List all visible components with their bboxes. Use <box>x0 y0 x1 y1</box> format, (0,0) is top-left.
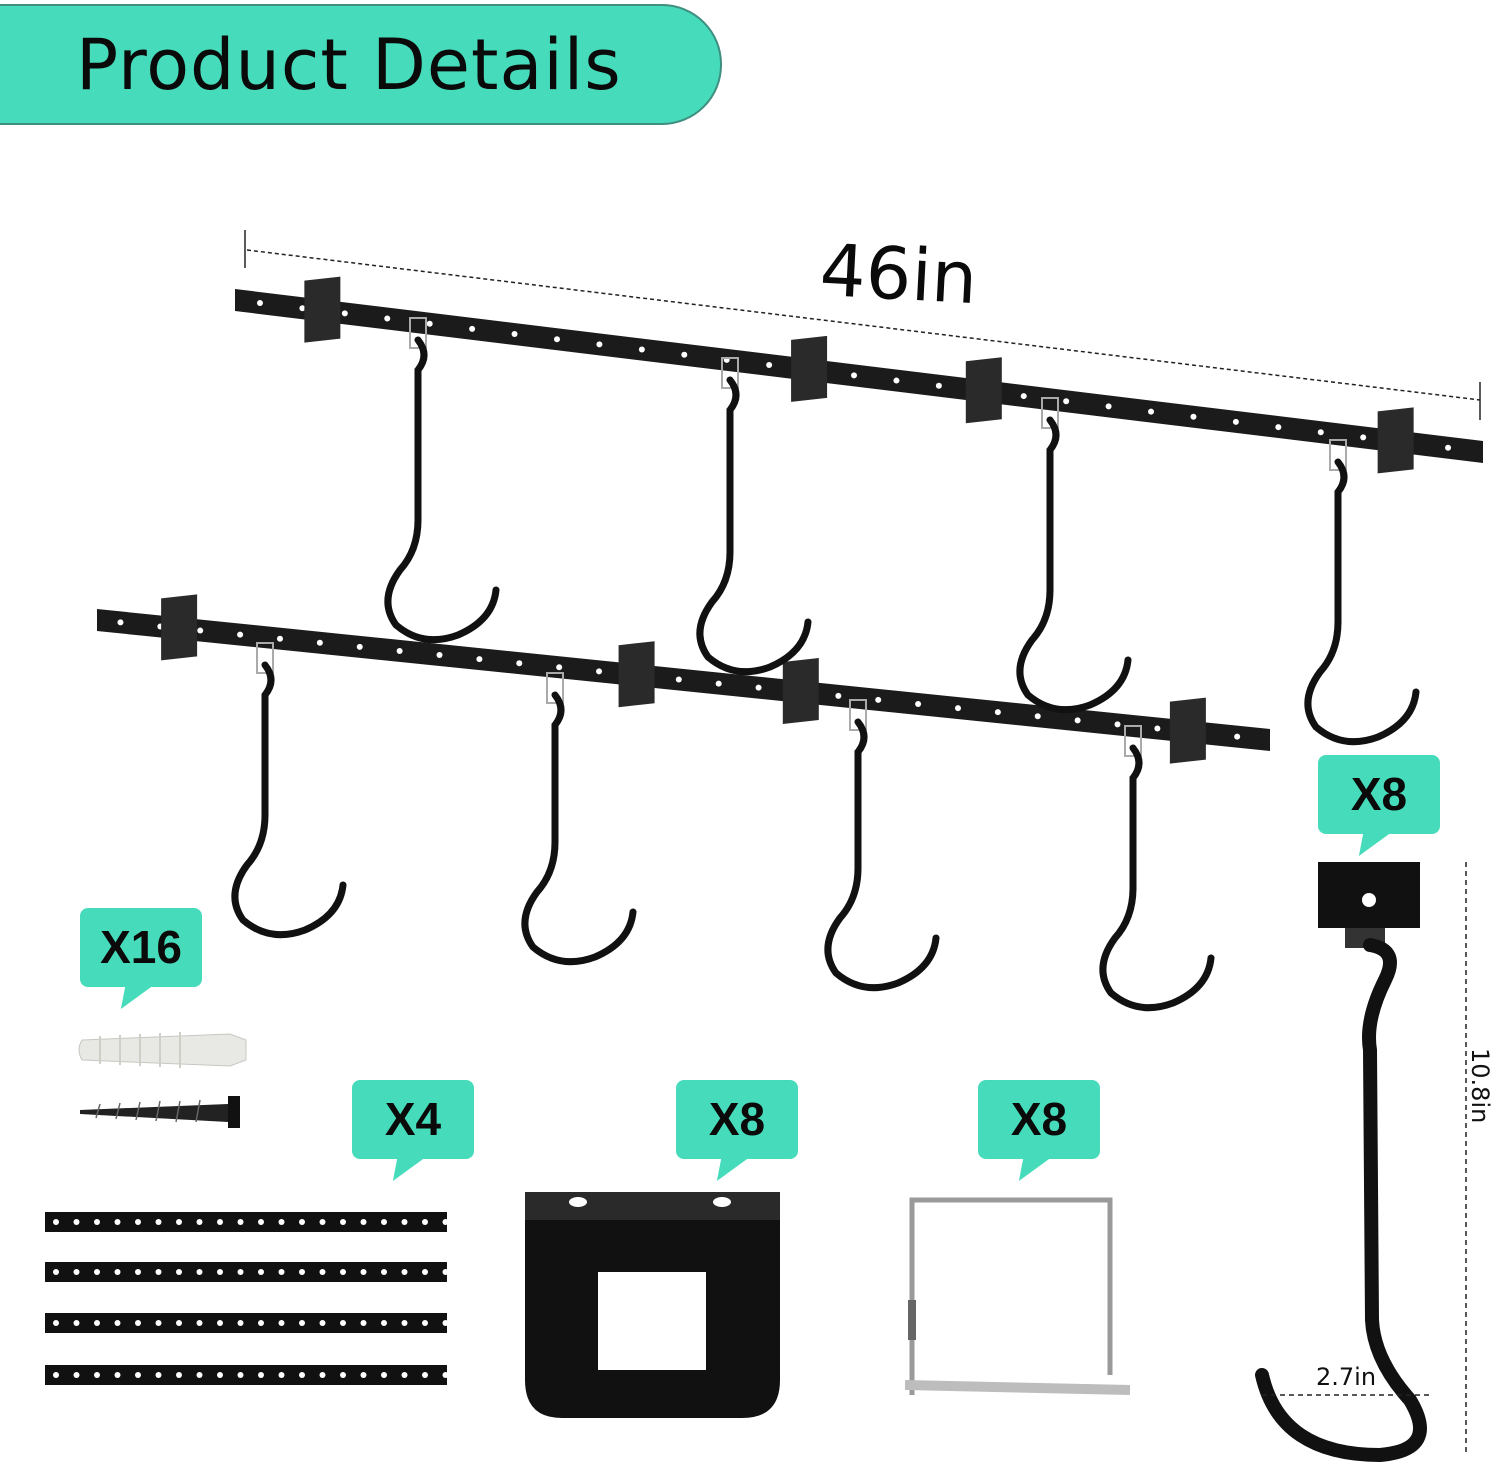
hook <box>384 336 500 644</box>
strap <box>45 1365 447 1385</box>
hooks <box>231 317 1420 1012</box>
hook <box>1099 744 1215 1012</box>
straps <box>45 1212 449 1385</box>
quantity-badge-brackets: X8 <box>676 1080 798 1159</box>
quantity-badge-hook: X8 <box>1318 755 1440 834</box>
hook <box>521 691 637 966</box>
page-title: Product Details <box>76 24 622 106</box>
hook <box>231 661 347 939</box>
rail-bracket <box>965 357 1002 424</box>
screw <box>80 1096 240 1128</box>
quantity-badge-anchors: X16 <box>80 908 202 987</box>
rail-bracket <box>304 276 341 343</box>
rails <box>97 276 1483 764</box>
hook-height-label: 10.8in <box>1466 1048 1494 1124</box>
hook <box>824 718 940 992</box>
mounting-bracket <box>525 1192 780 1418</box>
lynch-pin <box>904 1197 1131 1395</box>
hook <box>1304 458 1420 746</box>
hook <box>696 376 812 676</box>
strap <box>45 1262 447 1282</box>
header-banner: Product Details <box>0 4 722 125</box>
hook-assembly <box>1255 862 1427 1463</box>
strap <box>45 1313 447 1333</box>
quantity-badge-pins: X8 <box>978 1080 1100 1159</box>
hook-width-label: 2.7in <box>1316 1363 1377 1391</box>
strap <box>45 1212 447 1232</box>
rail-bracket <box>618 641 655 708</box>
rail-bracket <box>161 594 198 661</box>
quantity-badge-straps: X4 <box>352 1080 474 1159</box>
rail-bracket <box>782 658 819 724</box>
hook <box>1016 416 1132 714</box>
rail <box>97 609 1270 751</box>
rail-bracket <box>791 335 828 402</box>
rail <box>235 289 1483 463</box>
length-label: 46in <box>817 227 980 321</box>
rail-bracket <box>1377 407 1414 474</box>
wall-anchor <box>78 1032 247 1068</box>
rail-bracket <box>1169 697 1206 764</box>
